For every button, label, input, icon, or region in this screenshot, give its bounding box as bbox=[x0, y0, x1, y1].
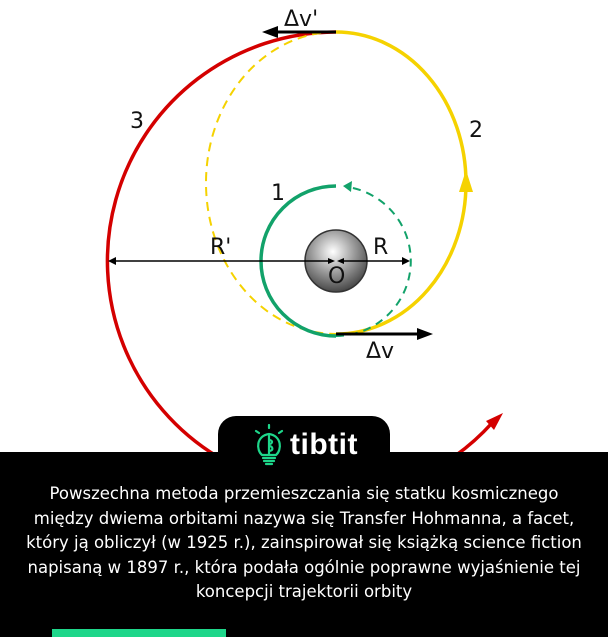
arrowhead-icon bbox=[417, 328, 433, 340]
label-radius-inner: R bbox=[373, 235, 388, 260]
arrowhead-icon bbox=[108, 257, 116, 265]
orbit-3-arc bbox=[105, 30, 337, 459]
arrowhead-icon bbox=[328, 258, 335, 264]
brand-logo: tibtit bbox=[252, 424, 358, 466]
brand-name: tibtit bbox=[290, 428, 358, 461]
label-delta-v-prime: Δv' bbox=[284, 7, 318, 32]
arrowhead-icon bbox=[262, 26, 278, 38]
label-center: O bbox=[328, 264, 345, 289]
accent-bar bbox=[52, 629, 226, 637]
label-orbit-1: 1 bbox=[271, 181, 285, 206]
orbit-2-dashed bbox=[205, 31, 337, 335]
label-radius-outer: R' bbox=[210, 235, 231, 260]
orbit-3-arrow-icon bbox=[486, 413, 503, 430]
arrowhead-icon bbox=[402, 257, 410, 265]
arrowhead-icon bbox=[337, 258, 344, 264]
label-orbit-2: 2 bbox=[469, 118, 483, 143]
label-orbit-3: 3 bbox=[130, 109, 144, 134]
orbit-2-arrow-icon bbox=[459, 170, 473, 192]
caption-panel bbox=[0, 452, 608, 637]
orbit-1-arrow-icon bbox=[343, 181, 352, 192]
orbit-2-arc bbox=[335, 30, 468, 336]
caption-text: Powszechna metoda przemieszczania się st… bbox=[26, 484, 582, 601]
label-delta-v: Δv bbox=[366, 339, 394, 364]
orbit-1-dashed bbox=[335, 186, 412, 337]
lightbulb-brain-icon bbox=[254, 424, 284, 466]
